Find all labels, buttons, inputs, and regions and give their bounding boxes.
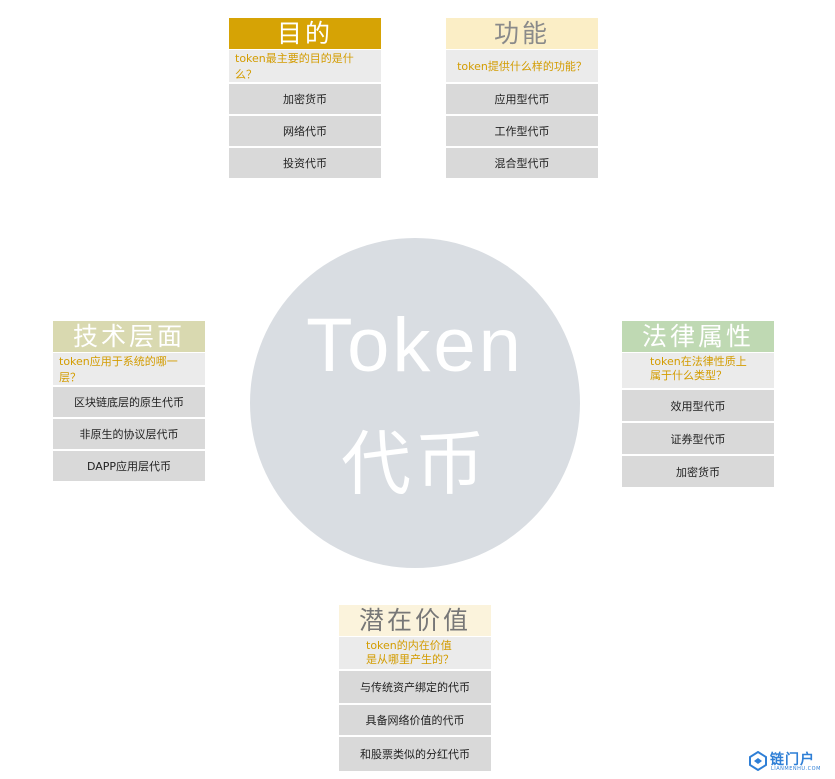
legal-item: 效用型代币 xyxy=(622,388,774,421)
tech-layer-card: 技术层面 token应用于系统的哪一层？ 区块链底层的原生代币 非原生的协议层代… xyxy=(53,321,205,481)
logo-subtitle: LIANMENHU.COM xyxy=(771,766,821,772)
tech-layer-question: token应用于系统的哪一层？ xyxy=(53,352,205,385)
logo-name: 链门户 xyxy=(770,752,815,768)
center-circle: Token 代币 xyxy=(250,238,580,568)
purpose-question: token最主要的目的是什么？ xyxy=(229,49,381,82)
chain-link-icon xyxy=(749,751,767,771)
purpose-item: 网络代币 xyxy=(229,114,381,146)
legal-question: token在法律性质上 属于什么类型？ xyxy=(622,352,774,388)
purpose-item: 加密货币 xyxy=(229,82,381,114)
potential-value-item: 和股票类似的分红代币 xyxy=(339,735,491,771)
legal-header: 法律属性 xyxy=(622,321,774,352)
function-header: 功能 xyxy=(446,18,598,49)
legal-question-line2: 属于什么类型？ xyxy=(650,369,727,382)
legal-card: 法律属性 token在法律性质上 属于什么类型？ 效用型代币 证券型代币 加密货… xyxy=(622,321,774,487)
purpose-header: 目的 xyxy=(229,18,381,49)
tech-layer-item: DAPP应用层代币 xyxy=(53,449,205,481)
potential-value-question-line2: 是从哪里产生的？ xyxy=(366,653,454,666)
potential-value-question: token的内在价值 是从哪里产生的？ xyxy=(339,636,491,669)
tech-layer-header: 技术层面 xyxy=(53,321,205,352)
legal-question-line1: token在法律性质上 xyxy=(650,355,747,368)
function-item: 应用型代币 xyxy=(446,82,598,114)
function-item: 工作型代币 xyxy=(446,114,598,146)
legal-item: 证券型代币 xyxy=(622,421,774,454)
function-item: 混合型代币 xyxy=(446,146,598,178)
center-title-daibi: 代币 xyxy=(341,423,489,505)
center-title-token: Token xyxy=(306,303,524,388)
function-card: 功能 token提供什么样的功能？ 应用型代币 工作型代币 混合型代币 xyxy=(446,18,598,178)
tech-layer-item: 非原生的协议层代币 xyxy=(53,417,205,449)
potential-value-card: 潜在价值 token的内在价值 是从哪里产生的？ 与传统资产绑定的代币 具备网络… xyxy=(339,605,491,771)
potential-value-question-line1: token的内在价值 xyxy=(366,639,452,652)
purpose-item: 投资代币 xyxy=(229,146,381,178)
legal-item: 加密货币 xyxy=(622,454,774,487)
purpose-card: 目的 token最主要的目的是什么？ 加密货币 网络代币 投资代币 xyxy=(229,18,381,178)
potential-value-item: 与传统资产绑定的代币 xyxy=(339,669,491,703)
potential-value-header: 潜在价值 xyxy=(339,605,491,636)
potential-value-item: 具备网络价值的代币 xyxy=(339,703,491,735)
lianmenhu-logo: 链门户 LIANMENHU.COM xyxy=(748,749,828,775)
function-question: token提供什么样的功能？ xyxy=(446,49,598,82)
tech-layer-item: 区块链底层的原生代币 xyxy=(53,385,205,417)
